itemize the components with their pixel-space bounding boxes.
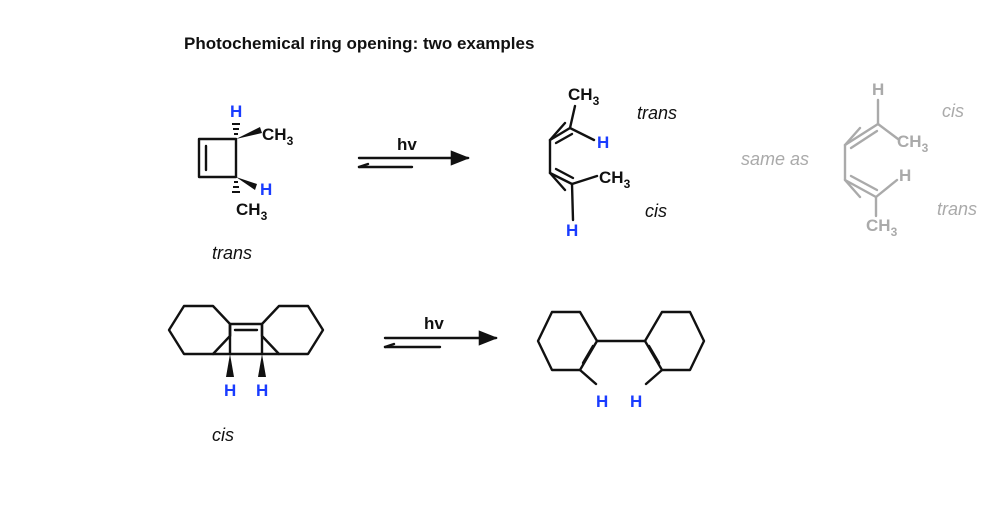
hexadiene-product: CH3 H CH3 H trans cis [548, 85, 677, 240]
stereo-label: trans [637, 103, 677, 123]
stereo-label: cis [212, 425, 234, 445]
equivalent-structure: same as H CH3 H CH3 cis trans [741, 80, 977, 239]
methyl-label: CH3 [568, 85, 600, 108]
equilibrium-arrow: hv [383, 314, 498, 349]
h-label: H [224, 381, 236, 400]
h-label: H [260, 180, 272, 199]
same-as-label: same as [741, 149, 809, 169]
wedge-bond [236, 177, 257, 190]
wedge-bond [226, 354, 234, 377]
h-label: H [566, 221, 578, 240]
hash-bond [232, 123, 240, 135]
methyl-label: CH3 [897, 132, 929, 155]
bicyclohexenyl-product: H H [536, 310, 706, 411]
methyl-label: CH3 [262, 125, 294, 148]
stereo-label: trans [937, 199, 977, 219]
tricyclic-cyclobutene: H H cis [167, 304, 325, 445]
methyl-label: CH3 [236, 200, 268, 223]
trans-dimethylcyclobutene: H CH3 H CH3 trans [197, 102, 294, 263]
equilibrium-arrow: hv [357, 135, 470, 169]
stereo-label: trans [212, 243, 252, 263]
stereo-label: cis [645, 201, 667, 221]
h-label: H [256, 381, 268, 400]
wedge-bond [258, 354, 266, 377]
wedge-bond [236, 127, 262, 139]
h-label: H [596, 392, 608, 411]
page-title: Photochemical ring opening: two examples [184, 34, 535, 53]
h-label: H [872, 80, 884, 99]
h-label: H [230, 102, 242, 121]
h-label: H [597, 133, 609, 152]
methyl-label: CH3 [599, 168, 631, 191]
h-label: H [899, 166, 911, 185]
hv-label: hv [397, 135, 417, 154]
stereo-label: cis [942, 101, 964, 121]
h-label: H [630, 392, 642, 411]
hash-bond [232, 181, 240, 193]
hv-label: hv [424, 314, 444, 333]
methyl-label: CH3 [866, 216, 898, 239]
